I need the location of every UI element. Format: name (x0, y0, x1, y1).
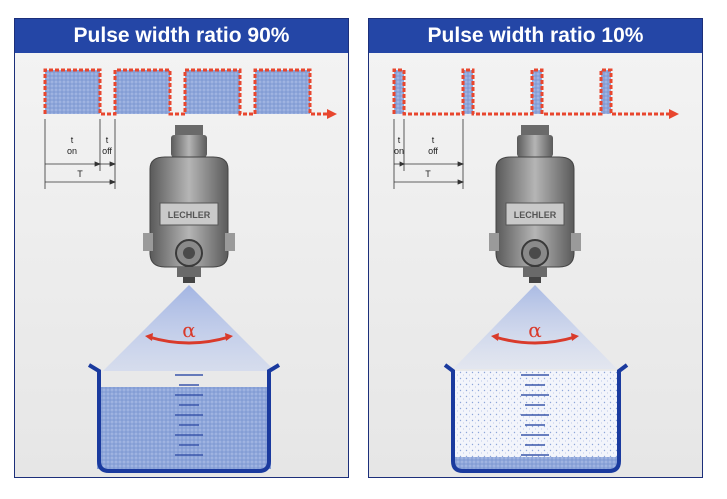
period-label: T (77, 169, 83, 179)
nozzle: LECHLER (143, 125, 235, 283)
fluid-level (453, 457, 619, 469)
container (443, 363, 629, 473)
panel-title: Pulse width ratio 10% (369, 19, 702, 53)
arc-arrow-right-icon (225, 333, 233, 341)
spray-cone (453, 285, 617, 369)
period-label: T (425, 169, 431, 179)
panel-title: Pulse width ratio 90% (15, 19, 348, 53)
measuring-scale (175, 374, 203, 456)
diagram-canvas: t on t off T LECHLER α (43, 68, 337, 473)
spray-angle-arc (148, 335, 230, 345)
spray-angle-arc (494, 335, 576, 345)
arc-arrow-left-icon (145, 333, 153, 341)
arc-arrow-left-icon (491, 333, 499, 341)
panel-pulse-10: Pulse width ratio 10% (368, 18, 703, 478)
brand-badge: LECHLER (168, 210, 211, 220)
spray-cone (103, 285, 275, 371)
fluid-level (97, 387, 271, 469)
nozzle: LECHLER (489, 125, 581, 283)
t-off-sub: off (428, 146, 438, 156)
t-off-sub: off (102, 146, 112, 156)
arrow-head-icon (327, 109, 337, 119)
diagram-canvas: t on t off T LECHLER α (392, 68, 679, 473)
t-on-label: t (398, 135, 401, 145)
panel-pulse-90: Pulse width ratio 90% (14, 18, 349, 478)
timing-annotation (393, 119, 465, 189)
pulse-signal (392, 68, 679, 119)
arc-arrow-right-icon (571, 333, 579, 341)
arrow-head-icon (669, 109, 679, 119)
t-on-label: t (71, 135, 74, 145)
container (87, 363, 281, 473)
measuring-scale (521, 374, 549, 456)
t-off-label: t (432, 135, 435, 145)
t-off-label: t (106, 135, 109, 145)
t-on-sub: on (67, 146, 77, 156)
angle-symbol: α (182, 318, 196, 342)
brand-badge: LECHLER (514, 210, 557, 220)
pulse-signal (43, 68, 337, 119)
angle-symbol: α (528, 318, 542, 342)
spray-mist (453, 371, 619, 457)
timing-annotation (44, 119, 117, 189)
t-on-sub: on (394, 146, 404, 156)
